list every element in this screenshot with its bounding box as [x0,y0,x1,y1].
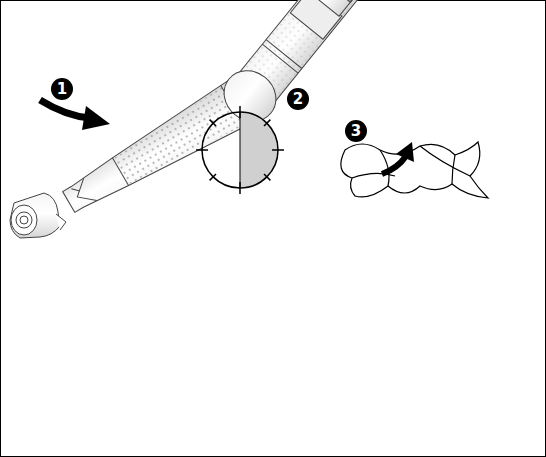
handpiece-head [10,193,66,238]
callout-number: 2 [287,88,309,110]
callout-holder: 3 [345,120,367,142]
cloth [341,142,488,198]
callout-number: 3 [345,120,367,142]
callout-number: 1 [51,78,73,100]
rotation-arrow [40,100,110,130]
wipe-arrow [382,142,414,174]
callout-holder: 2 [287,88,309,110]
timer-symbol [196,106,284,194]
callout-holder: 1 [51,78,73,100]
